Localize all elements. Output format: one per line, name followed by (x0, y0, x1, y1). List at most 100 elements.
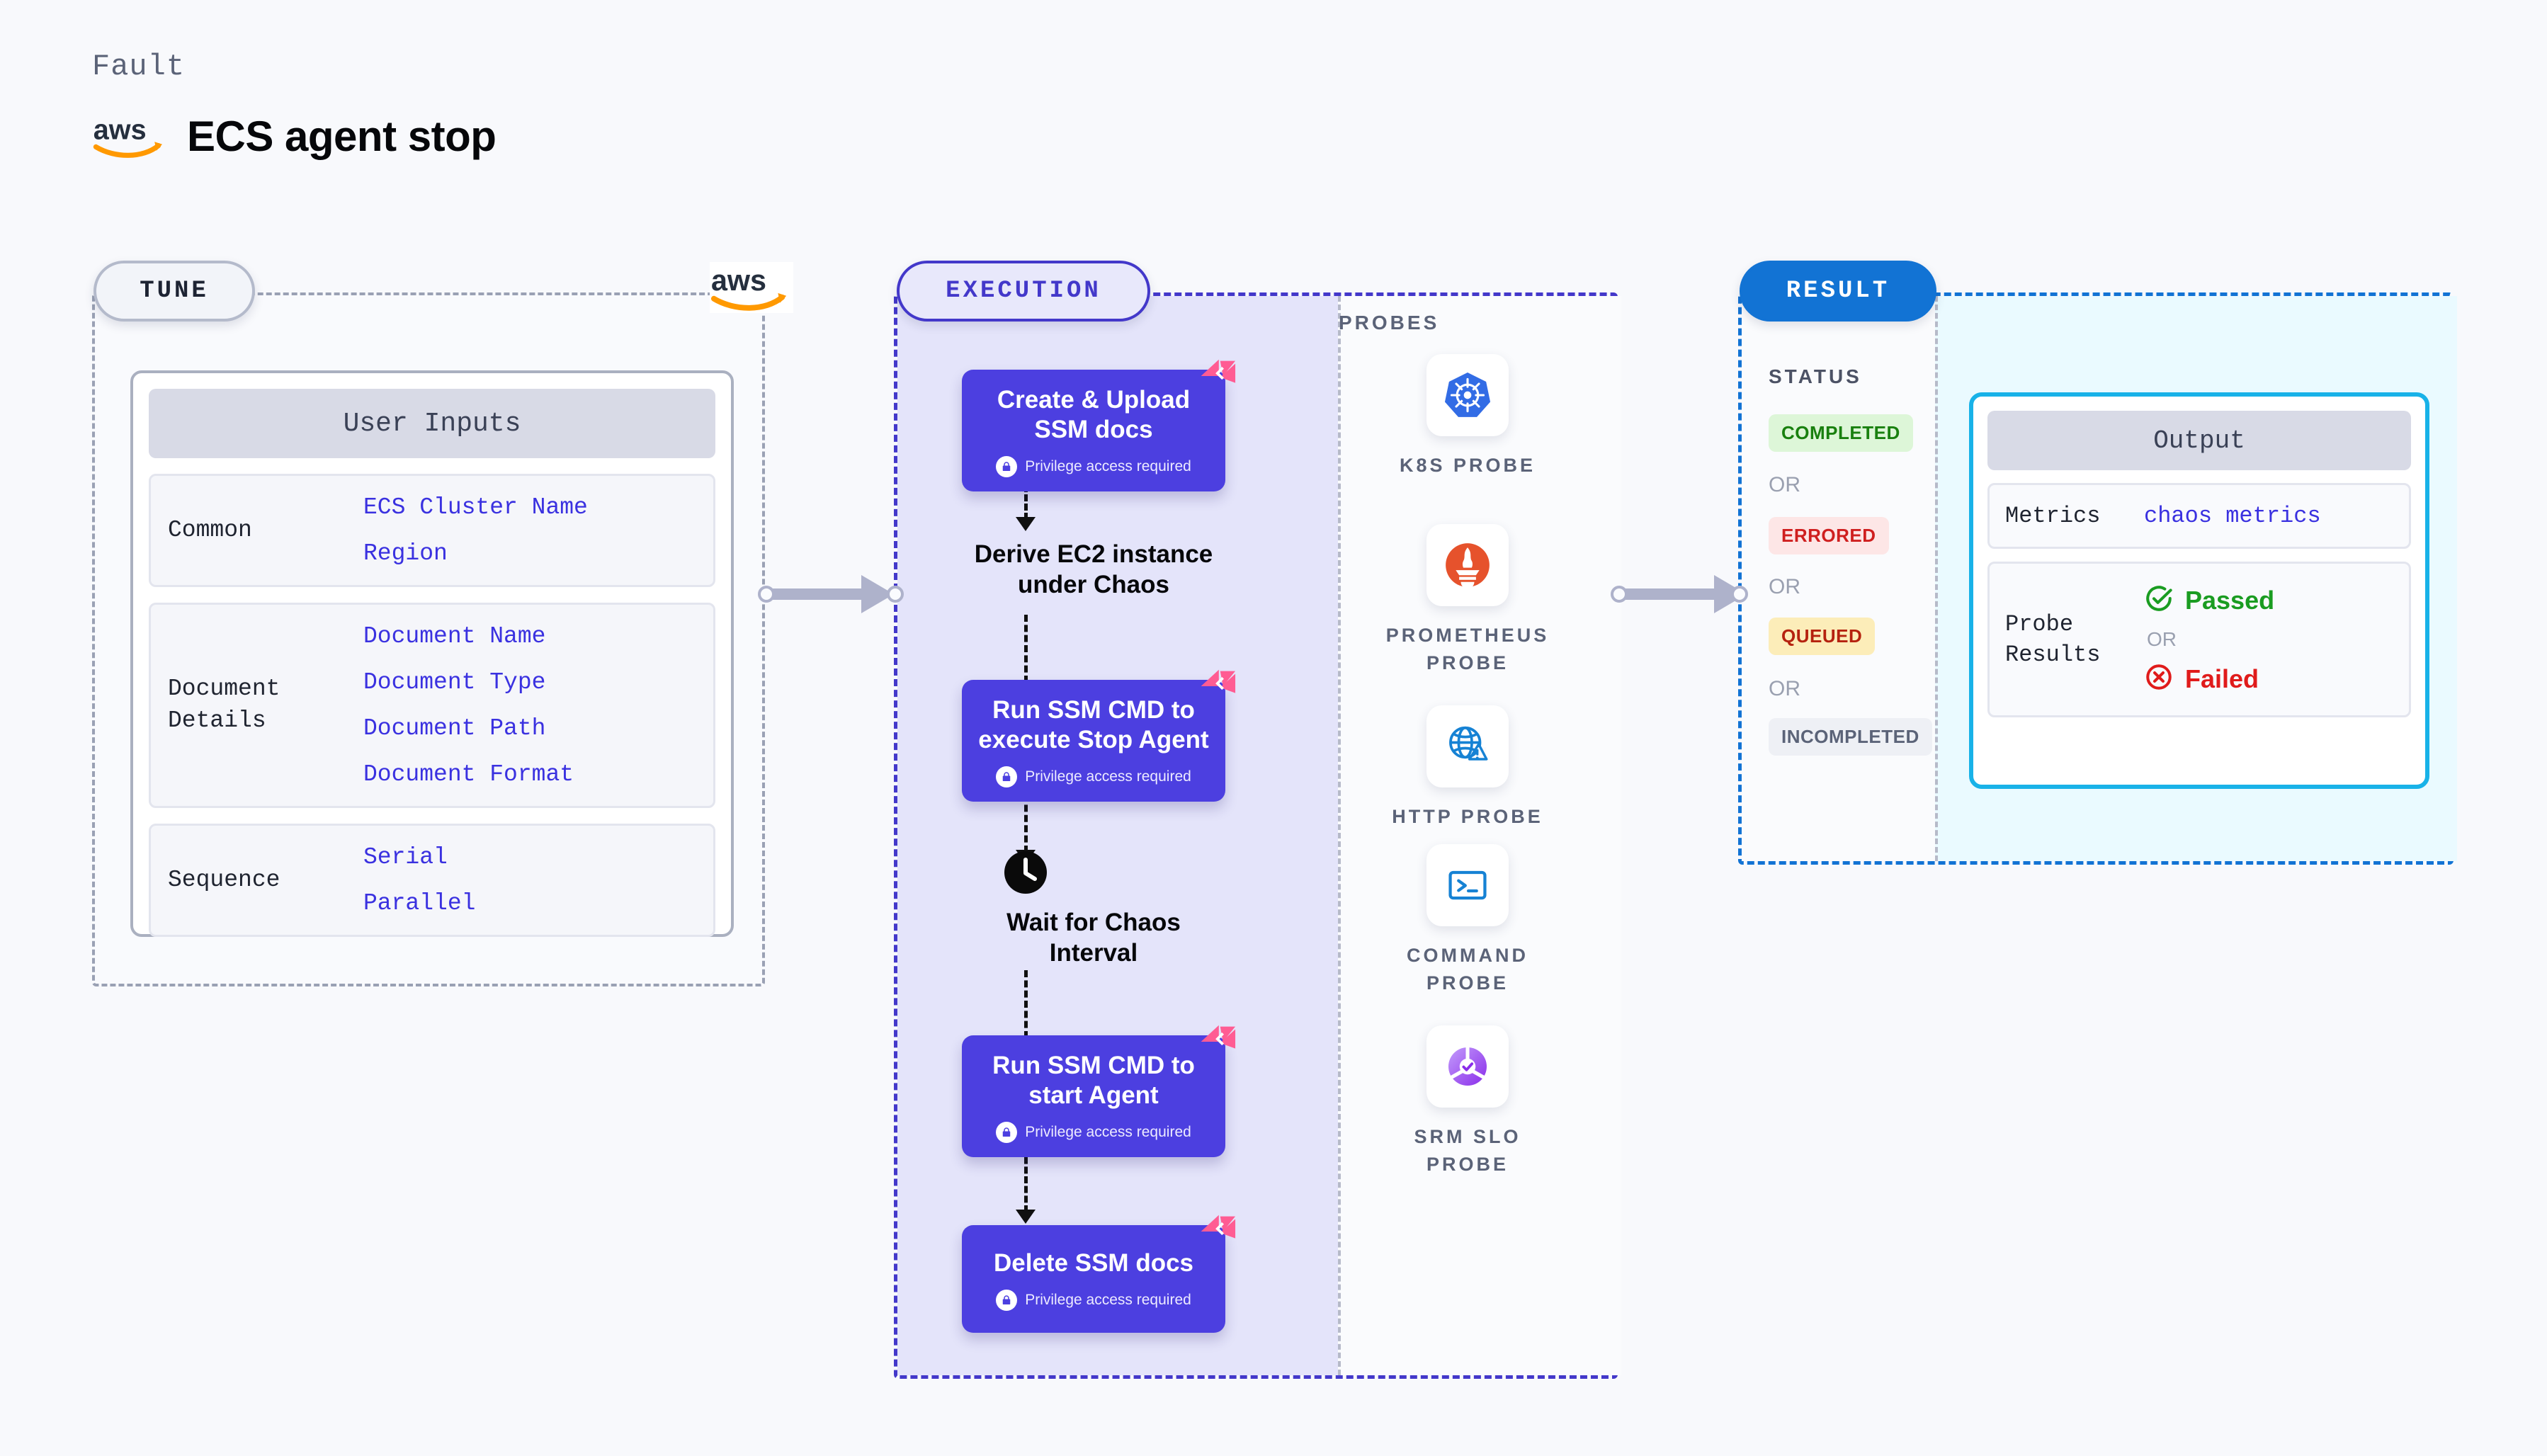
probe-command[interactable]: COMMAND PROBE (1375, 844, 1560, 997)
probe-label: SRM SLO PROBE (1414, 1126, 1521, 1176)
privilege-note-text: Privilege access required (1025, 458, 1191, 474)
chaos-flag-icon (1193, 663, 1237, 707)
execution-step-wait-for-chaos-interval: Wait for Chaos Interval (1006, 909, 1181, 967)
status-badge-incompleted[interactable]: INCOMPLETED (1769, 718, 1932, 756)
lock-icon (996, 1122, 1018, 1143)
status-output-divider (1935, 296, 1938, 861)
execution-node-create-upload-ssm-docs[interactable]: Create & Upload SSM docs Privilege acces… (962, 359, 1236, 491)
arrow-anchor (1611, 586, 1628, 603)
tune-value[interactable]: Serial (363, 844, 448, 870)
arrow-anchor (887, 586, 904, 603)
status-column-background (1742, 296, 1935, 861)
or-separator: OR (2147, 628, 2177, 651)
output-header: Output (1987, 411, 2411, 470)
probe-label: HTTP PROBE (1392, 806, 1543, 827)
privilege-note: Privilege access required (996, 456, 1191, 477)
or-separator: OR (1769, 677, 1800, 700)
probes-label: PROBES (1339, 312, 1440, 334)
output-probe-results-row: Probe Results Passed OR (1987, 562, 2411, 718)
result-badge[interactable]: RESULT (1740, 261, 1936, 322)
user-inputs-header: User Inputs (149, 389, 715, 458)
execution-step-derive-ec2-instance: Derive EC2 instance under Chaos (974, 540, 1213, 598)
connector-line (1024, 1147, 1028, 1212)
terminal-icon (1426, 844, 1509, 926)
lock-icon (996, 766, 1018, 787)
prometheus-icon (1426, 524, 1509, 606)
tune-value[interactable]: Region (363, 540, 448, 567)
or-separator: OR (1769, 473, 1800, 496)
title-row: aws ECS agent stop (92, 112, 497, 161)
passed-text: Passed (2185, 585, 2275, 615)
privilege-note: Privilege access required (996, 1122, 1191, 1143)
privilege-note: Privilege access required (996, 766, 1191, 787)
tune-group-label: Document Details (168, 676, 280, 734)
status-label: STATUS (1769, 365, 1862, 387)
privilege-note-text: Privilege access required (1025, 768, 1191, 785)
chaos-flag-icon (1193, 1018, 1237, 1062)
flow-arrow-tune-to-execution (769, 575, 894, 613)
connector-line (1024, 970, 1028, 1038)
check-circle-icon (2144, 584, 2174, 617)
execution-node-run-ssm-cmd-start-agent[interactable]: Run SSM CMD to start Agent Privilege acc… (962, 1025, 1236, 1157)
page-header: Fault aws ECS agent stop (92, 50, 497, 161)
status-badge-queued[interactable]: QUEUED (1769, 618, 1876, 655)
execution-badge[interactable]: EXECUTION (897, 261, 1150, 322)
kubernetes-icon (1426, 354, 1509, 436)
svg-text:aws: aws (93, 114, 147, 145)
x-circle-icon (2144, 662, 2174, 695)
probe-srm-slo[interactable]: SRM SLO PROBE (1375, 1025, 1560, 1178)
tune-group-document-details: Document Details Document Name Document … (149, 603, 715, 808)
probe-k8s[interactable]: K8S PROBE (1375, 354, 1560, 479)
lock-icon (996, 456, 1018, 477)
node-title: Create & Upload SSM docs (997, 386, 1191, 443)
probes-background (1338, 296, 1621, 1375)
http-globe-icon (1426, 705, 1509, 787)
chaos-flag-icon (1193, 1208, 1237, 1252)
probe-label: COMMAND PROBE (1407, 945, 1528, 994)
tune-value[interactable]: Document Path (363, 715, 546, 741)
aws-logo-icon: aws (92, 113, 169, 160)
probe-result-failed: Failed (2144, 662, 2274, 695)
tune-badge[interactable]: TUNE (93, 261, 255, 322)
srm-slo-icon (1426, 1025, 1509, 1108)
fault-kicker: Fault (92, 50, 186, 84)
lock-icon (996, 1290, 1018, 1311)
or-separator: OR (1769, 575, 1800, 598)
tune-value[interactable]: Document Name (363, 623, 546, 649)
metrics-value[interactable]: chaos metrics (2144, 503, 2321, 530)
privilege-note-text: Privilege access required (1025, 1124, 1191, 1140)
probe-label: K8S PROBE (1399, 455, 1536, 476)
probe-prometheus[interactable]: PROMETHEUS PROBE (1375, 524, 1560, 677)
flow-arrow-execution-to-result (1622, 575, 1747, 613)
status-badge-completed[interactable]: COMPLETED (1769, 414, 1913, 452)
probe-http[interactable]: HTTP PROBE (1375, 705, 1560, 831)
tune-value[interactable]: Parallel (363, 890, 476, 916)
svg-text:aws: aws (711, 264, 766, 297)
connector-line (1024, 615, 1028, 683)
tune-value[interactable]: ECS Cluster Name (363, 494, 588, 521)
aws-logo-icon: aws (710, 262, 793, 313)
arrow-anchor (758, 586, 775, 603)
probe-label: PROMETHEUS PROBE (1385, 625, 1550, 674)
chaos-flag-icon (1193, 353, 1237, 397)
privilege-note: Privilege access required (996, 1290, 1191, 1311)
node-title: Delete SSM docs (993, 1249, 1194, 1277)
connector-line (1024, 476, 1028, 520)
tune-group-label: Common (168, 516, 252, 543)
connector-arrowhead (1016, 517, 1036, 531)
tune-value[interactable]: Document Format (363, 761, 574, 787)
privilege-note-text: Privilege access required (1025, 1292, 1191, 1308)
execution-node-run-ssm-cmd-stop-agent[interactable]: Run SSM CMD to execute Stop Agent Privil… (962, 669, 1236, 802)
output-metrics-row: Metrics chaos metrics (1987, 483, 2411, 550)
status-badge-errored[interactable]: ERRORED (1769, 517, 1889, 554)
probe-result-passed: Passed (2144, 584, 2274, 617)
execution-node-delete-ssm-docs[interactable]: Delete SSM docs Privilege access require… (962, 1215, 1236, 1333)
tune-group-common: Common ECS Cluster Name Region (149, 474, 715, 587)
execution-probes-divider (1338, 296, 1341, 1375)
failed-text: Failed (2185, 664, 2259, 693)
connector-arrowhead (1016, 1210, 1036, 1224)
tune-group-label: Sequence (168, 866, 280, 893)
user-inputs-card: User Inputs Common ECS Cluster Name Regi… (130, 370, 734, 937)
output-card: Output Metrics chaos metrics Probe Resul… (1969, 392, 2429, 789)
tune-value[interactable]: Document Type (363, 669, 546, 695)
